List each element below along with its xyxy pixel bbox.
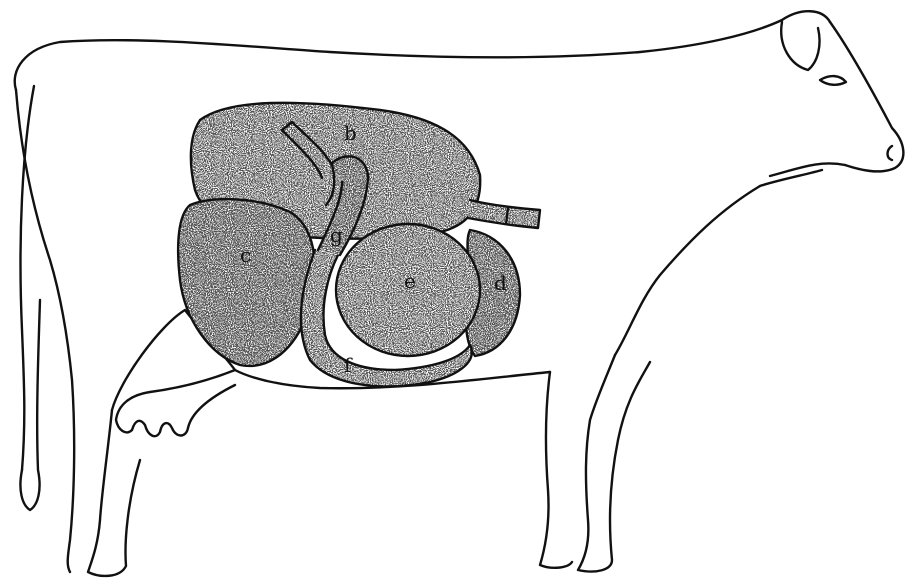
compartment-c (178, 199, 315, 366)
label-c: c (240, 243, 251, 267)
label-d: d (494, 271, 507, 295)
label-b: b (344, 121, 357, 145)
tube-right (468, 200, 540, 228)
label-e: e (404, 269, 416, 293)
label-g: g (330, 223, 343, 247)
stomach-group (178, 103, 540, 387)
